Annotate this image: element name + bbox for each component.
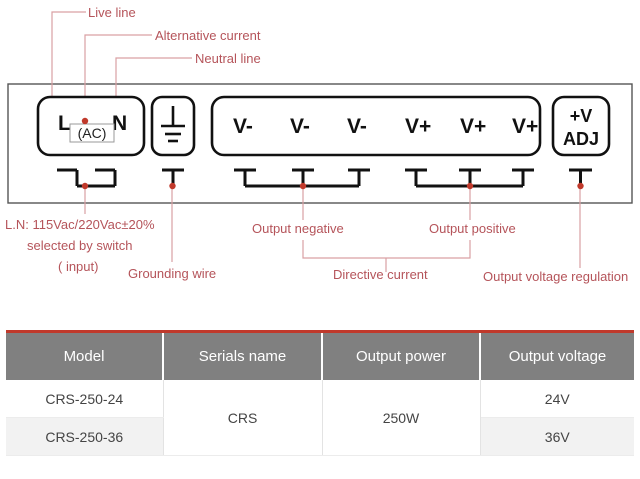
terminal-label-vpos-3: V+ — [512, 115, 538, 138]
table-header-row: Model Serials name Output power Output v… — [6, 330, 634, 380]
callout-output-positive: Output positive — [429, 221, 516, 236]
terminal-group-earth[interactable] — [150, 95, 196, 190]
terminal-label-vpos-2: V+ — [460, 115, 486, 138]
dc-output-housing — [210, 95, 542, 157]
ac-badge-box — [69, 123, 115, 143]
terminal-block-diagram: L N (AC) V- V- V- V — [5, 5, 633, 284]
cell-output-voltage: 36V — [480, 417, 634, 456]
callout-neutral-line: Neutral line — [195, 51, 261, 66]
dc-positive-junction-dot — [466, 182, 474, 190]
ac-input-top-dot — [81, 117, 89, 125]
terminal-label-vneg-2: V- — [290, 115, 310, 138]
ac-badge-label: (AC) — [78, 125, 107, 141]
leader-live-line — [51, 11, 86, 123]
cell-output-power: 250W — [322, 380, 481, 456]
terminal-label-vneg-3: V- — [347, 115, 367, 138]
table-row: CRS-250-24 CRS 250W 24V — [6, 380, 634, 456]
terminal-label-L: L — [58, 112, 71, 135]
terminal-label-adj: ADJ — [563, 129, 599, 149]
terminal-group-ac-input[interactable]: L N (AC) — [36, 95, 146, 190]
cell-output-voltage: 24V — [480, 380, 634, 418]
dc-negative-junction-dot — [299, 182, 307, 190]
ac-input-wire-bracket — [57, 168, 117, 188]
voltage-adjust-junction-dot — [577, 182, 584, 190]
terminal-label-N: N — [112, 112, 127, 135]
callout-input-spec-line2: selected by switch — [27, 238, 133, 253]
voltage-adjust-housing — [551, 95, 611, 157]
callout-grounding-wire: Grounding wire — [128, 266, 216, 281]
table-header-serials-name: Serials name — [163, 330, 323, 380]
table-header-model: Model — [6, 330, 164, 380]
terminal-group-dc-output[interactable]: V- V- V- V+ V+ V+ — [210, 95, 542, 190]
leader-directive-current — [302, 240, 471, 259]
callout-live-line: Live line — [88, 5, 136, 20]
table-header-output-voltage: Output voltage — [480, 330, 634, 380]
terminal-group-voltage-adjust[interactable]: +V ADJ — [551, 95, 611, 190]
cell-serials-name: CRS — [163, 380, 323, 456]
table-header-output-power: Output power — [322, 330, 481, 380]
callout-directive-current: Directive current — [333, 267, 428, 282]
leader-alternative-current — [84, 34, 152, 121]
callout-input-spec-line3: ( input) — [58, 259, 98, 274]
ground-earth-icon — [161, 106, 185, 143]
earth-junction-dot — [169, 182, 176, 190]
ac-input-junction-dot — [81, 182, 89, 190]
table-row: CRS-250-36 36V — [6, 417, 634, 456]
callout-output-negative: Output negative — [252, 221, 344, 236]
callout-output-voltage-regulation: Output voltage regulation — [483, 269, 628, 284]
terminal-label-vpos-1: V+ — [405, 115, 431, 138]
callout-alternative-current: Alternative current — [155, 28, 261, 43]
terminal-label-vneg-1: V- — [233, 115, 253, 138]
cell-model: CRS-250-24 — [6, 380, 164, 418]
callout-input-spec-line1: L.N: 115Vac/220Vac±20% — [5, 217, 155, 232]
terminal-label-plusV: +V — [570, 106, 593, 126]
specification-table: Model Serials name Output power Output v… — [6, 330, 634, 456]
cell-model: CRS-250-36 — [6, 417, 164, 456]
